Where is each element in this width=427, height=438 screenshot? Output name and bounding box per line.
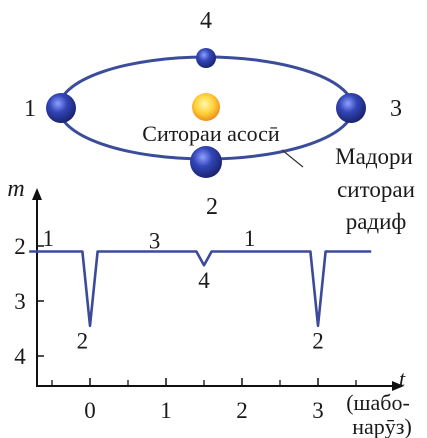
curve-phase-label: 3 bbox=[149, 229, 161, 254]
orbit-label-1: 1 bbox=[24, 96, 36, 122]
y-tick-label: 2 bbox=[14, 234, 26, 259]
companion-star-pos-1 bbox=[46, 93, 76, 123]
companion-star-pos-2 bbox=[190, 146, 222, 178]
companion-star-pos-4 bbox=[196, 48, 216, 68]
orbit-name-line-2: ситораи bbox=[337, 177, 415, 202]
orbit-scene: 4 1 3 2 Ситораи асосӣ Мадори ситораи рад… bbox=[24, 8, 415, 234]
main-star bbox=[192, 93, 220, 121]
y-tick-label: 3 bbox=[14, 289, 26, 314]
orbit-name-line-3: радиф bbox=[346, 209, 407, 234]
y-axis-label: m bbox=[7, 176, 24, 202]
companion-star-pos-3 bbox=[336, 93, 366, 123]
x-tick-label: 0 bbox=[84, 398, 96, 423]
x-axis-label-line-3: нарӯз) bbox=[352, 414, 412, 438]
curve-phase-label: 1 bbox=[42, 226, 54, 251]
curve-phase-label: 1 bbox=[244, 226, 256, 251]
x-tick-label: 2 bbox=[236, 398, 248, 423]
x-axis-label-t: t bbox=[399, 366, 406, 391]
y-axis-arrow bbox=[32, 188, 42, 200]
y-ticks: 2 3 4 bbox=[14, 234, 44, 369]
orbit-pointer-line bbox=[282, 150, 303, 167]
x-tick-label: 3 bbox=[312, 398, 324, 423]
x-tick-label: 1 bbox=[160, 398, 172, 423]
y-tick-label: 4 bbox=[14, 344, 26, 369]
x-axis-label-line-2: (шабо- bbox=[346, 390, 410, 415]
main-star-label: Ситораи асосӣ bbox=[142, 121, 280, 146]
orbit-name-line-1: Мадори bbox=[335, 144, 413, 169]
curve-phase-label: 2 bbox=[312, 329, 324, 354]
orbit-label-4: 4 bbox=[200, 8, 212, 34]
curve-phase-label: 2 bbox=[77, 329, 89, 354]
orbit-label-2: 2 bbox=[206, 194, 218, 220]
curve-labels: 1 3 1 4 2 2 bbox=[42, 226, 323, 354]
curve-phase-label: 4 bbox=[198, 268, 210, 293]
orbit-label-3: 3 bbox=[390, 96, 402, 122]
